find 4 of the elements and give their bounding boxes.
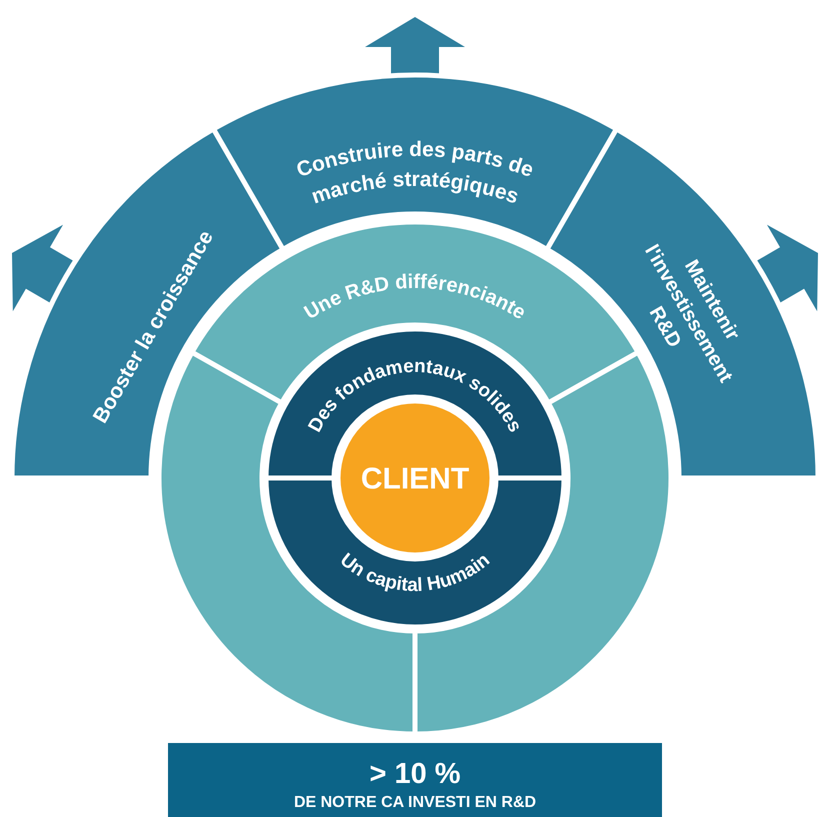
segment-label: Construire des parts de marché stratégiques — [294, 138, 536, 209]
center-label: CLIENT — [360, 462, 470, 496]
banner-text: DE NOTRE CA INVESTI EN R&D — [294, 794, 536, 811]
percentage-value: > 10 % — [369, 758, 461, 790]
